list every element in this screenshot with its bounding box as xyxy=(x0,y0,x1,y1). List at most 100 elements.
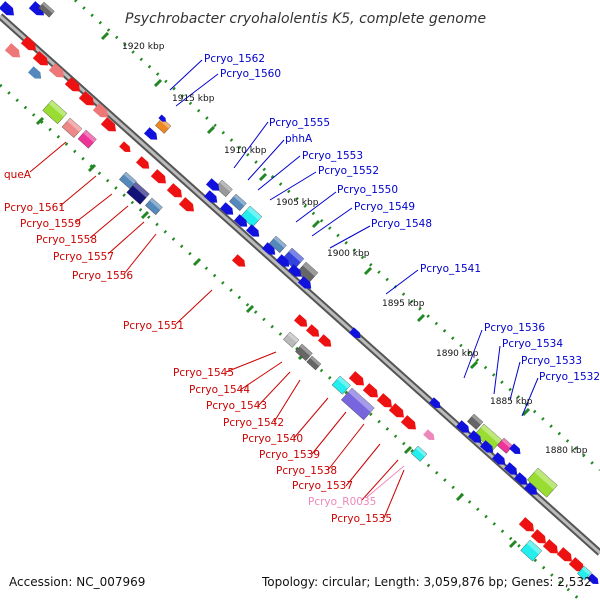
scale-tick xyxy=(153,78,163,88)
gene-label-pcryo-1532[interactable]: Pcryo_1532 xyxy=(539,371,600,383)
gene-label-pcryo-1561[interactable]: Pcryo_1561 xyxy=(4,202,65,214)
gene-label-pcryo-1545[interactable]: Pcryo_1545 xyxy=(173,367,234,379)
gene-label-pcryo-1543[interactable]: Pcryo_1543 xyxy=(206,400,267,412)
reverse-gene xyxy=(92,103,108,118)
scale-label-1880: 1880 kbp xyxy=(545,446,588,456)
reverse-gene xyxy=(542,539,558,554)
reverse-gene xyxy=(78,91,94,106)
reverse-gene xyxy=(283,331,300,348)
forward-gene xyxy=(491,452,506,465)
leader-line xyxy=(233,121,269,169)
reverse-gene-labels: queA Pcryo_1561 Pcryo_1559 Pcryo_1558 Pc… xyxy=(4,169,392,525)
gene-label-pcryo-1535[interactable]: Pcryo_1535 xyxy=(331,513,392,525)
reverse-gene xyxy=(64,77,80,92)
reverse-gene xyxy=(231,254,246,267)
gene-label-pcryo-1559[interactable]: Pcryo_1559 xyxy=(20,218,81,230)
reverse-gene xyxy=(20,36,36,51)
leader-line xyxy=(383,469,405,519)
forward-gene xyxy=(527,467,558,498)
forward-gene xyxy=(229,193,247,212)
reverse-gene xyxy=(100,117,116,132)
gene-label-pcryo-1558[interactable]: Pcryo_1558 xyxy=(36,234,97,246)
forward-gene xyxy=(203,190,218,203)
gene-label-pcryo-1539[interactable]: Pcryo_1539 xyxy=(259,449,320,461)
gene-label-pcryo-1555[interactable]: Pcryo_1555 xyxy=(269,117,330,129)
gene-label-pcryo-1534[interactable]: Pcryo_1534 xyxy=(502,338,563,350)
leader-line xyxy=(123,233,157,275)
scale-tick xyxy=(100,31,110,41)
scale-tick xyxy=(416,313,426,323)
gene-label-pcryo-1540[interactable]: Pcryo_1540 xyxy=(242,433,303,445)
reverse-gene xyxy=(126,181,150,205)
scale-label-1885: 1885 kbp xyxy=(490,397,533,407)
reverse-gene xyxy=(145,197,163,216)
forward-gene xyxy=(143,127,158,140)
gene-label-pcryo-1550[interactable]: Pcryo_1550 xyxy=(337,184,398,196)
gene-label-pcryo-1560[interactable]: Pcryo_1560 xyxy=(220,68,281,80)
gene-label-pcryo-1556[interactable]: Pcryo_1556 xyxy=(72,270,133,282)
scale-tick xyxy=(311,219,321,229)
gene-label-pcryo-1544[interactable]: Pcryo_1544 xyxy=(189,384,250,396)
leader-line xyxy=(273,379,301,423)
gene-label-pcryo-1551[interactable]: Pcryo_1551 xyxy=(123,320,184,332)
scale-label-1895: 1895 kbp xyxy=(382,299,425,309)
scale-tick xyxy=(508,539,518,549)
label-leader-lines xyxy=(29,59,539,519)
gene-label-pcryo-1542[interactable]: Pcryo_1542 xyxy=(223,417,284,429)
scale-tick xyxy=(258,172,268,182)
forward-gene xyxy=(479,440,494,453)
reverse-gene xyxy=(568,557,584,572)
gene-label-pcryo-1557[interactable]: Pcryo_1557 xyxy=(53,251,114,263)
forward-gene xyxy=(287,264,302,277)
reverse-gene xyxy=(293,314,308,327)
reverse-gene xyxy=(32,51,48,66)
gene-label-pcryo-1552[interactable]: Pcryo_1552 xyxy=(318,165,379,177)
reverse-gene xyxy=(411,445,428,462)
reverse-gene xyxy=(27,66,42,79)
scale-label-1905: 1905 kbp xyxy=(276,198,319,208)
leader-line xyxy=(59,175,97,207)
gene-label-pcryo-1562[interactable]: Pcryo_1562 xyxy=(204,53,265,65)
gene-label-pcryo-1549[interactable]: Pcryo_1549 xyxy=(354,201,415,213)
leader-line xyxy=(107,221,145,255)
reverse-gene xyxy=(305,324,320,337)
leader-line xyxy=(345,443,381,487)
leader-line xyxy=(493,345,501,395)
leader-line xyxy=(311,411,347,455)
leader-line xyxy=(293,397,329,439)
scale-tick xyxy=(403,445,413,455)
leader-line xyxy=(311,207,353,237)
scale-tick xyxy=(206,125,216,135)
gene-label-phha[interactable]: phhA xyxy=(285,133,313,145)
forward-gene xyxy=(38,1,55,18)
gene-label-pcryo-1536[interactable]: Pcryo_1536 xyxy=(484,322,545,334)
gene-label-pcryo-r0035[interactable]: Pcryo_R0035 xyxy=(308,496,376,508)
reverse-gene xyxy=(518,517,534,532)
gene-label-pcryo-1537[interactable]: Pcryo_1537 xyxy=(292,480,353,492)
forward-gene xyxy=(28,1,44,16)
leader-line xyxy=(239,361,283,391)
leader-line xyxy=(175,73,219,107)
gene-label-pcryo-1538[interactable]: Pcryo_1538 xyxy=(276,465,337,477)
forward-gene xyxy=(219,202,234,215)
forward-gene xyxy=(523,482,538,495)
forward-gene xyxy=(497,437,514,454)
topology-text: Topology: circular; Length: 3,059,876 bp… xyxy=(261,575,592,589)
gene-label-pcryo-1541[interactable]: Pcryo_1541 xyxy=(420,263,481,275)
reverse-gene xyxy=(530,529,546,544)
gene-label-pcryo-1533[interactable]: Pcryo_1533 xyxy=(521,355,582,367)
scale-tick xyxy=(35,116,45,126)
gene-label-quea[interactable]: queA xyxy=(4,169,32,181)
leader-line xyxy=(365,465,405,499)
reverse-gene xyxy=(400,415,416,430)
reverse-gene xyxy=(61,117,83,138)
forward-gene xyxy=(455,420,470,433)
gene-label-pcryo-1548[interactable]: Pcryo_1548 xyxy=(371,218,432,230)
reverse-gene xyxy=(4,43,20,58)
dotted-track xyxy=(73,0,600,472)
reverse-gene xyxy=(77,129,97,149)
leader-line xyxy=(361,459,399,501)
gene-label-pcryo-1553[interactable]: Pcryo_1553 xyxy=(302,150,363,162)
forward-gene xyxy=(261,242,276,255)
